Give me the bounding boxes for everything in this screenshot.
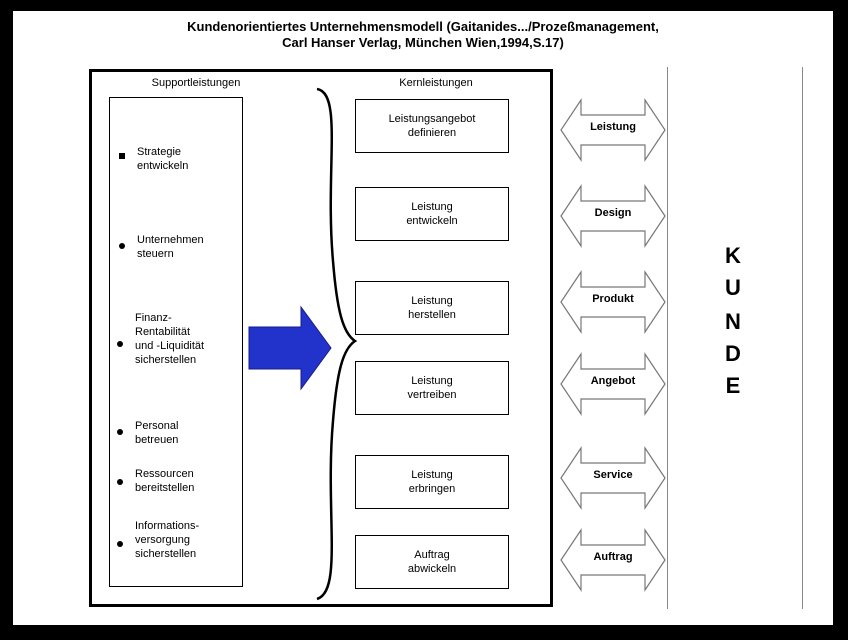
kern-box-label: Leistung erbringen [408, 469, 456, 495]
double-arrow-icon [560, 184, 666, 248]
flow-label: Leistung [590, 121, 636, 133]
support-header: Supportleistungen [151, 77, 241, 89]
kern-box-herstellen: Leistung herstellen [355, 281, 509, 335]
support-line: Strategie [137, 146, 182, 158]
support-line: Ressourcen [135, 468, 194, 480]
support-line: steuern [137, 248, 174, 260]
double-arrow-icon [560, 270, 666, 334]
kern-box-label: Leistung herstellen [408, 295, 456, 321]
flow-arrow-angebot: Angebot [559, 351, 667, 417]
kern-box-angebot-definieren: Leistungsangebot definieren [355, 99, 509, 153]
support-item-text: Personal betreuen [135, 419, 178, 447]
support-item-text: Strategie entwickeln [137, 145, 188, 173]
diagram-title: Kundenorientiertes Unternehmensmodell (G… [13, 19, 833, 51]
kunde-letter: E [725, 373, 741, 398]
curly-brace-icon [316, 87, 358, 601]
kunde-letter: K [725, 243, 741, 268]
flow-arrow-auftrag: Auftrag [559, 527, 667, 593]
support-line: Personal [135, 420, 179, 432]
kunde-box [667, 67, 803, 609]
double-arrow-icon [560, 528, 666, 592]
double-arrow-icon [560, 446, 666, 510]
blue-arrow-icon [248, 305, 332, 391]
support-item-text: Informations- versorgung sicherstellen [135, 519, 199, 561]
flow-label: Design [594, 207, 632, 219]
bullet-icon [117, 341, 123, 347]
support-line: bereitstellen [135, 482, 195, 494]
bullet-icon [117, 479, 123, 485]
support-line: entwickeln [137, 160, 189, 172]
bullet-icon [117, 541, 123, 547]
flow-label: Angebot [590, 375, 636, 387]
support-line: Unternehmen [137, 234, 204, 246]
title-line-2: Carl Hanser Verlag, München Wien,1994,S.… [282, 35, 564, 50]
support-line: und -Liquidität [135, 340, 205, 352]
title-line-1: Kundenorientiertes Unternehmensmodell (G… [187, 19, 659, 34]
bullet-icon [119, 243, 125, 249]
flow-label: Service [593, 469, 633, 481]
flow-label: Produkt [592, 293, 634, 305]
support-item-text: Ressourcen bereitstellen [135, 467, 194, 495]
kern-box-entwickeln: Leistung entwickeln [355, 187, 509, 241]
kunde-letter: U [725, 275, 741, 300]
support-box [109, 97, 243, 587]
diagram-shapes [248, 87, 358, 601]
kern-box-label: Leistung entwickeln [406, 201, 458, 227]
kern-header: Kernleistungen [399, 77, 473, 89]
flow-arrow-service: Service [559, 445, 667, 511]
flow-arrow-leistung: Leistung [559, 97, 667, 163]
support-line: betreuen [135, 434, 179, 446]
support-line: versorgung [135, 534, 191, 546]
support-line: Finanz- [135, 312, 172, 324]
kunde-letter: N [725, 309, 741, 334]
support-line: sicherstellen [135, 548, 197, 560]
flow-label: Auftrag [593, 551, 633, 563]
support-line: Informations- [135, 520, 200, 532]
support-item-text: Unternehmen steuern [137, 233, 204, 261]
kern-box-erbringen: Leistung erbringen [355, 455, 509, 509]
kern-box-auftrag-abwickeln: Auftrag abwickeln [355, 535, 509, 589]
bullet-icon [117, 429, 123, 435]
support-line: sicherstellen [135, 354, 197, 366]
support-line: Rentabilität [135, 326, 191, 338]
double-arrow-icon [560, 352, 666, 416]
flow-arrow-produkt: Produkt [559, 269, 667, 335]
kern-box-label: Auftrag abwickeln [407, 549, 457, 575]
support-item-text: Finanz- Rentabilität und -Liquidität sic… [135, 311, 204, 367]
diagram-canvas: Kundenorientiertes Unternehmensmodell (G… [13, 11, 833, 625]
bullet-icon [119, 153, 125, 159]
kern-box-label: Leistungsangebot definieren [388, 113, 476, 139]
kunde-letter: D [725, 341, 741, 366]
kern-box-vertreiben: Leistung vertreiben [355, 361, 509, 415]
double-arrow-icon [560, 98, 666, 162]
flow-arrow-design: Design [559, 183, 667, 249]
kern-box-label: Leistung vertreiben [407, 375, 457, 401]
company-frame [89, 69, 553, 607]
